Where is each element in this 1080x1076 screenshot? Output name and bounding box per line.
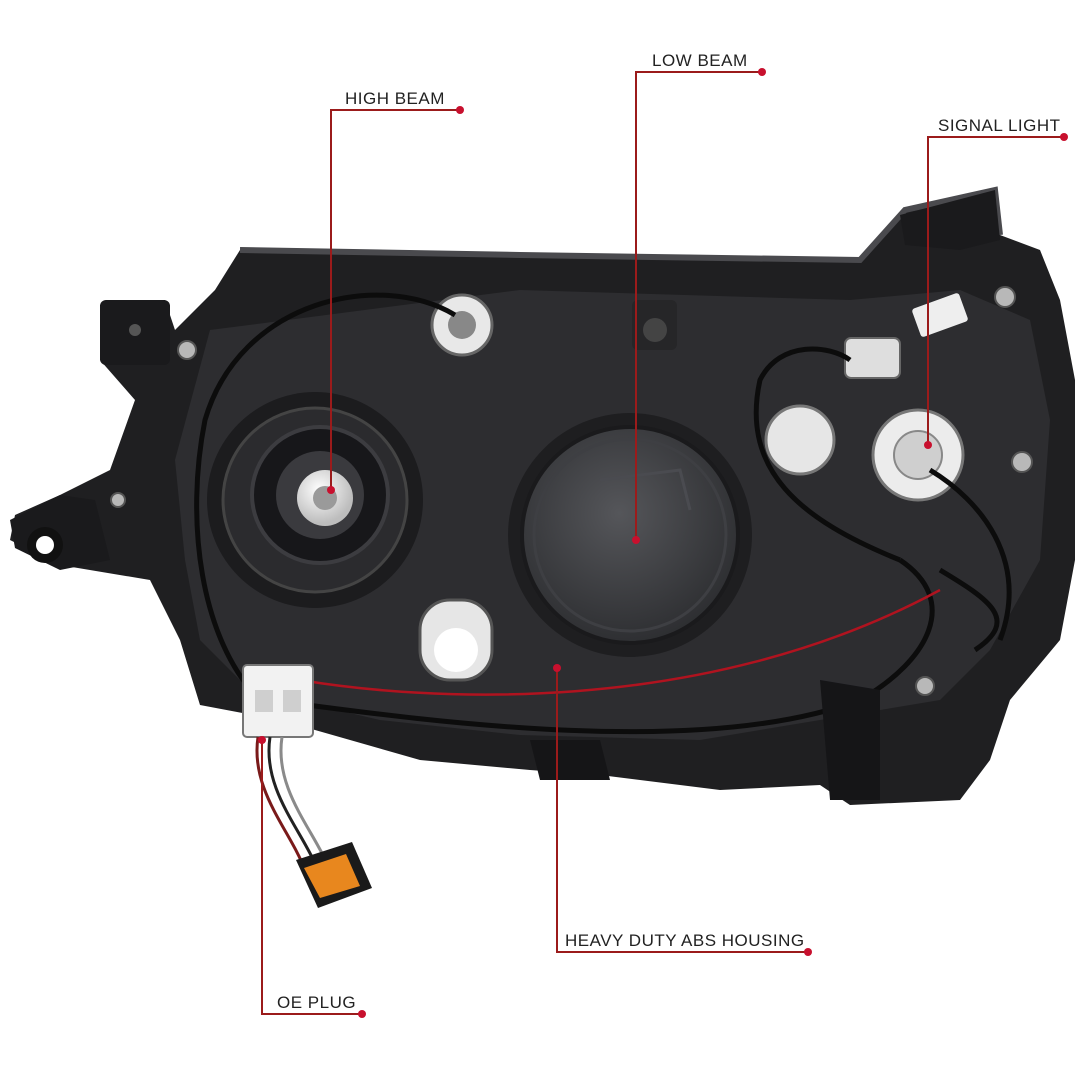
- headlight-assembly-illustration: [10, 186, 1075, 908]
- lower-bulb-socket: [418, 598, 494, 682]
- callout-low-beam: LOW BEAM: [632, 51, 766, 544]
- callout-label-heavy-duty-abs-housing: HEAVY DUTY ABS HOUSING: [565, 931, 805, 950]
- bottom-right-bracket: [820, 680, 880, 800]
- wiring-harness: [194, 292, 1012, 735]
- callout-oe-plug: OE PLUG: [258, 736, 366, 1018]
- oe-plug-connector: [242, 664, 372, 908]
- housing-top-rim: [239, 186, 1003, 264]
- top-left-mounting-tab: [100, 300, 170, 365]
- callout-label-high-beam: HIGH BEAM: [345, 89, 445, 108]
- high-beam-socket: [430, 293, 494, 357]
- callout-signal-light: SIGNAL LIGHT: [924, 116, 1068, 449]
- callout-high-beam: HIGH BEAM: [327, 89, 464, 494]
- callout-label-low-beam: LOW BEAM: [652, 51, 748, 70]
- top-connector: [632, 300, 677, 350]
- left-mounting-tab: [10, 495, 110, 570]
- callout-label-signal-light: SIGNAL LIGHT: [938, 116, 1061, 135]
- high-beam-projector: [207, 392, 423, 608]
- low-beam-dust-cap: [508, 413, 752, 657]
- callout-heavy-duty-abs-housing: HEAVY DUTY ABS HOUSING: [553, 664, 812, 956]
- callout-label-oe-plug: OE PLUG: [277, 993, 356, 1012]
- side-connector: [844, 337, 901, 379]
- red-wire: [299, 588, 941, 696]
- right-mounting-tab: [900, 190, 1000, 250]
- label-sticker: [912, 293, 968, 337]
- bottom-bracket: [530, 740, 610, 780]
